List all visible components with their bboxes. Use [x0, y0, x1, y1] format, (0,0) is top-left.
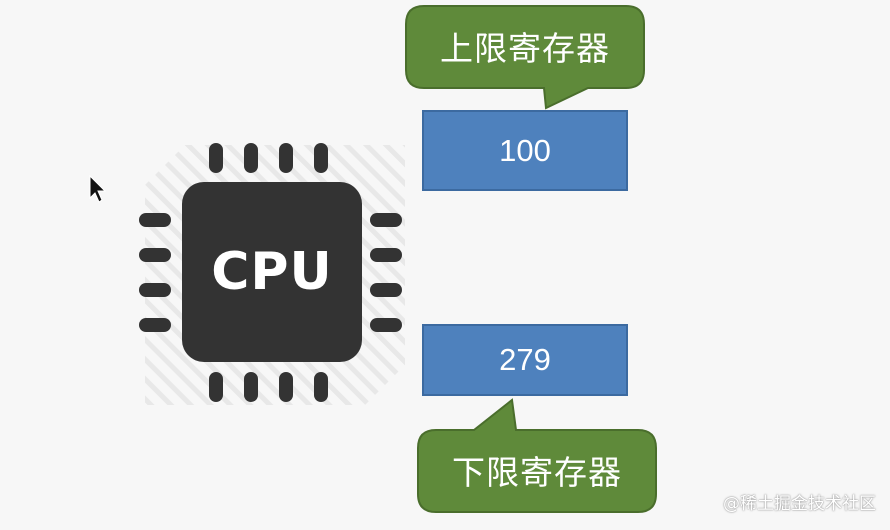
upper-register-value: 100 — [422, 110, 628, 191]
upper-register-callout-label: 上限寄存器 — [440, 29, 610, 68]
upper-callout-bubble — [405, 5, 645, 110]
lower-register-value: 279 — [422, 324, 628, 396]
watermark: @稀土掘金技术社区 — [723, 494, 876, 514]
cpu-label: CPU — [211, 242, 333, 302]
lower-register-callout-label: 下限寄存器 — [452, 453, 622, 492]
lower-callout-bubble — [417, 398, 657, 513]
cpu-chip-icon — [139, 143, 402, 402]
mouse-pointer-icon — [89, 174, 107, 203]
